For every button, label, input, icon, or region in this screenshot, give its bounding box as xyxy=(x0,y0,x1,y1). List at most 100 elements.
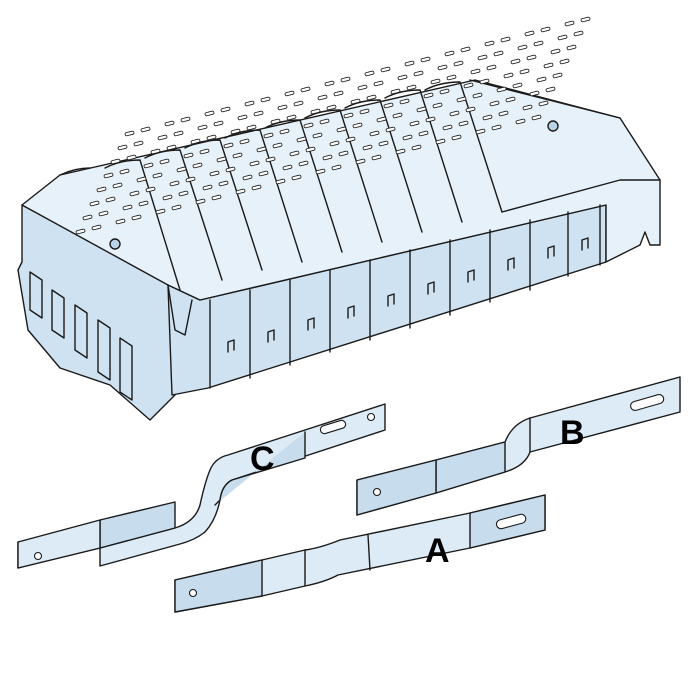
vent-slot xyxy=(512,82,523,89)
vent-slot xyxy=(515,118,526,125)
vent-slot xyxy=(239,138,250,145)
vent-slot xyxy=(178,190,189,197)
vent-slot xyxy=(524,30,535,37)
busbar-link-b: B xyxy=(356,376,681,516)
vent-slot xyxy=(435,138,446,145)
vent-slot xyxy=(157,134,168,141)
bar-b-slot xyxy=(630,393,665,411)
vent-slot xyxy=(197,124,208,131)
left-end-ribs xyxy=(29,271,133,401)
vent-slot xyxy=(406,84,417,91)
vent-slot xyxy=(559,58,570,65)
vent-slot xyxy=(392,112,403,119)
vent-slot xyxy=(133,140,144,147)
vent-slot xyxy=(319,118,330,125)
vent-slot xyxy=(204,110,215,117)
vent-slot xyxy=(340,76,351,83)
vent-slot xyxy=(103,172,114,179)
vent-slot xyxy=(293,100,304,107)
vent-slot xyxy=(152,172,163,179)
vent-slot xyxy=(117,144,128,151)
vent-slot xyxy=(112,182,123,189)
vent-slot xyxy=(91,224,102,231)
vent-slot xyxy=(326,104,337,111)
vent-slot xyxy=(82,214,93,221)
vent-slot xyxy=(411,144,422,151)
vent-slot xyxy=(543,62,554,69)
vent-slot xyxy=(486,64,497,71)
vent-slot xyxy=(115,218,126,225)
vent-slot xyxy=(479,78,490,85)
vent-slot xyxy=(140,126,151,133)
vent-slot xyxy=(317,94,328,101)
vent-slot xyxy=(423,92,434,99)
bar-b-lead xyxy=(356,459,437,516)
vent-slot xyxy=(460,46,471,53)
vent-slot xyxy=(477,54,488,61)
vent-slot xyxy=(451,134,462,141)
vent-slot xyxy=(383,102,394,109)
vent-slot xyxy=(529,90,540,97)
vent-slot xyxy=(282,164,293,171)
vent-slot xyxy=(277,104,288,111)
vent-slot xyxy=(185,176,196,183)
vent-slot xyxy=(458,120,469,127)
bar-b-hole xyxy=(372,487,382,497)
vent-slot xyxy=(298,160,309,167)
vent-slot xyxy=(385,126,396,133)
vent-slot xyxy=(333,90,344,97)
vent-slot xyxy=(183,152,194,159)
vent-slot xyxy=(538,100,549,107)
vent-slot xyxy=(279,128,290,135)
vent-slot xyxy=(432,102,443,109)
vent-slot xyxy=(390,88,401,95)
vent-slot xyxy=(470,68,481,75)
vent-slot xyxy=(449,110,460,117)
label-c: C xyxy=(250,440,275,478)
vent-slot xyxy=(291,174,302,181)
vent-slot xyxy=(75,228,86,235)
bar-c-slot xyxy=(319,419,347,435)
vent-slot xyxy=(397,74,408,81)
vent-slot xyxy=(155,208,166,215)
busbar-link-a: A xyxy=(174,494,546,613)
vent-slot xyxy=(496,86,507,93)
vent-slot xyxy=(119,168,130,175)
vent-slot xyxy=(263,132,274,139)
vent-slot xyxy=(315,168,326,175)
vent-slot xyxy=(519,68,530,75)
vent-slot xyxy=(260,96,271,103)
vent-slot xyxy=(265,156,276,163)
vent-slot xyxy=(444,50,455,57)
vent-slot xyxy=(192,162,203,169)
vent-slot xyxy=(345,136,356,143)
vent-slot xyxy=(289,150,300,157)
vent-slot xyxy=(253,110,264,117)
vent-slot xyxy=(169,180,180,187)
bar-b-band xyxy=(435,441,506,494)
vent-slot xyxy=(166,144,177,151)
vent-slot xyxy=(531,114,542,121)
vent-slot xyxy=(446,74,457,81)
vent-slot xyxy=(105,196,116,203)
vent-slot xyxy=(380,66,391,73)
vent-slot xyxy=(145,186,156,193)
label-b: B xyxy=(560,414,585,452)
bar-c-plate xyxy=(17,519,101,569)
vent-slot xyxy=(202,184,213,191)
vent-slot xyxy=(232,152,243,159)
vent-slot xyxy=(129,190,140,197)
vent-slot xyxy=(110,158,121,165)
screw-icon xyxy=(547,120,559,132)
front-ribs xyxy=(167,204,601,389)
label-a: A xyxy=(425,532,450,570)
vent-slot xyxy=(218,180,229,187)
vent-slot xyxy=(399,98,410,105)
vent-slot xyxy=(573,30,584,37)
cover-ridges xyxy=(59,79,661,291)
vent-slot xyxy=(484,40,495,47)
screw-icon xyxy=(109,238,121,250)
vent-slot xyxy=(235,188,246,195)
vent-slot xyxy=(463,82,474,89)
vent-slot xyxy=(475,128,486,135)
